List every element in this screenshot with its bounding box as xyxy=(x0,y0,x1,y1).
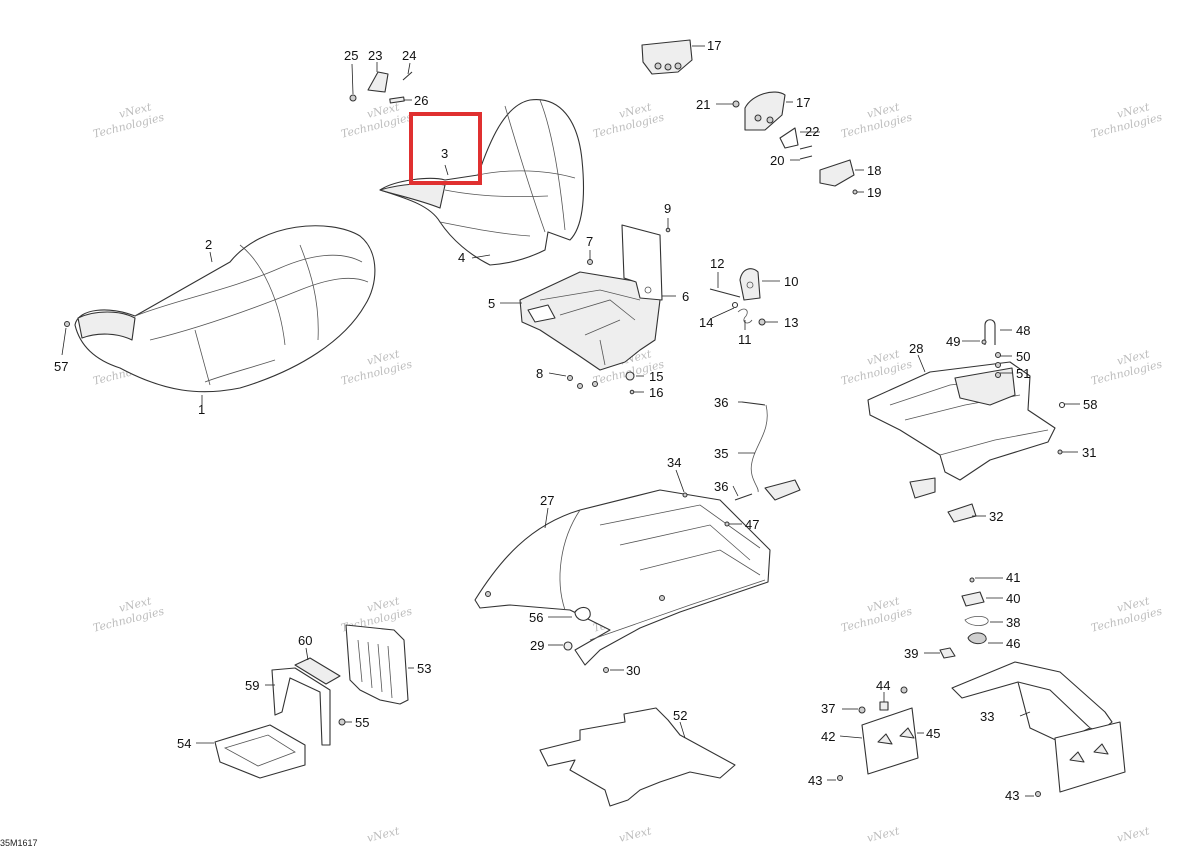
callout-11: 11 xyxy=(738,332,752,347)
callout-31: 31 xyxy=(1082,445,1096,460)
callout-28: 28 xyxy=(909,341,923,356)
callout-30: 30 xyxy=(626,663,640,678)
watermark-top: vNext xyxy=(1116,824,1152,845)
callout-labels: 1 2 3 4 5 6 7 8 9 10 11 12 13 14 15 16 1… xyxy=(54,38,1097,803)
callout-43-right: 43 xyxy=(1005,788,1019,803)
callout-39: 39 xyxy=(904,646,918,661)
callout-25: 25 xyxy=(344,48,358,63)
callout-57: 57 xyxy=(54,359,68,374)
selected-callout-highlight[interactable] xyxy=(409,112,482,185)
leader-lines xyxy=(61,45,1080,797)
callout-23: 23 xyxy=(368,48,382,63)
callout-8: 8 xyxy=(536,366,543,381)
callout-14: 14 xyxy=(699,315,713,330)
part-left-lower-group xyxy=(214,624,409,779)
part-small-hardware-top xyxy=(64,71,671,395)
callout-19: 19 xyxy=(867,185,881,200)
callout-16: 16 xyxy=(649,385,663,400)
callout-40: 40 xyxy=(1006,591,1020,606)
callout-3: 3 xyxy=(441,146,448,161)
callout-43: 43 xyxy=(808,773,822,788)
callout-54: 54 xyxy=(177,736,191,751)
watermark-top: vNext xyxy=(866,824,902,845)
part-latch xyxy=(709,268,766,326)
callout-21: 21 xyxy=(696,97,710,112)
diagram-code: 35M1617 xyxy=(0,838,38,848)
callout-60: 60 xyxy=(298,633,312,648)
callout-2: 2 xyxy=(205,237,212,252)
part-upper-bracket xyxy=(641,39,858,195)
watermark-top: vNext xyxy=(366,824,402,845)
callout-47: 47 xyxy=(745,517,759,532)
callout-37: 37 xyxy=(821,701,835,716)
callout-27: 27 xyxy=(540,493,554,508)
part-plate xyxy=(621,224,663,301)
callout-4: 4 xyxy=(458,250,465,265)
callout-32: 32 xyxy=(989,509,1003,524)
callout-58: 58 xyxy=(1083,397,1097,412)
callout-33: 33 xyxy=(980,709,994,724)
callout-41: 41 xyxy=(1006,570,1020,585)
callout-1: 1 xyxy=(198,402,205,417)
callout-13: 13 xyxy=(784,315,798,330)
callout-42: 42 xyxy=(821,729,835,744)
callout-46: 46 xyxy=(1006,636,1020,651)
callout-17-top: 17 xyxy=(707,38,721,53)
callout-49: 49 xyxy=(946,334,960,349)
watermark-top: vNext xyxy=(618,824,654,845)
part-right-lower-group xyxy=(837,577,1126,797)
callout-38: 38 xyxy=(1006,615,1020,630)
callout-12: 12 xyxy=(710,256,724,271)
callout-17: 17 xyxy=(796,95,810,110)
callout-50: 50 xyxy=(1016,349,1030,364)
callout-22: 22 xyxy=(805,124,819,139)
callout-51: 51 xyxy=(1016,366,1030,381)
callout-26: 26 xyxy=(414,93,428,108)
callout-9: 9 xyxy=(664,201,671,216)
part-two-up-seat xyxy=(74,225,376,393)
callout-36: 36 xyxy=(714,479,728,494)
callout-35: 35 xyxy=(714,446,728,461)
part-floor-mat xyxy=(539,707,736,807)
callout-44: 44 xyxy=(876,678,890,693)
part-rear-body xyxy=(474,489,771,673)
part-cable xyxy=(734,401,801,501)
callout-36-top: 36 xyxy=(714,395,728,410)
callout-55: 55 xyxy=(355,715,369,730)
callout-20: 20 xyxy=(770,153,784,168)
callout-34: 34 xyxy=(667,455,681,470)
callout-29: 29 xyxy=(530,638,544,653)
callout-52: 52 xyxy=(673,708,687,723)
callout-24: 24 xyxy=(402,48,416,63)
callout-56: 56 xyxy=(529,610,543,625)
callout-48: 48 xyxy=(1016,323,1030,338)
callout-5: 5 xyxy=(488,296,495,311)
callout-10: 10 xyxy=(784,274,798,289)
callout-6: 6 xyxy=(682,289,689,304)
callout-59: 59 xyxy=(245,678,259,693)
callout-18: 18 xyxy=(867,163,881,178)
callout-15: 15 xyxy=(649,369,663,384)
callout-53: 53 xyxy=(417,661,431,676)
callout-7: 7 xyxy=(586,234,593,249)
callout-45: 45 xyxy=(926,726,940,741)
